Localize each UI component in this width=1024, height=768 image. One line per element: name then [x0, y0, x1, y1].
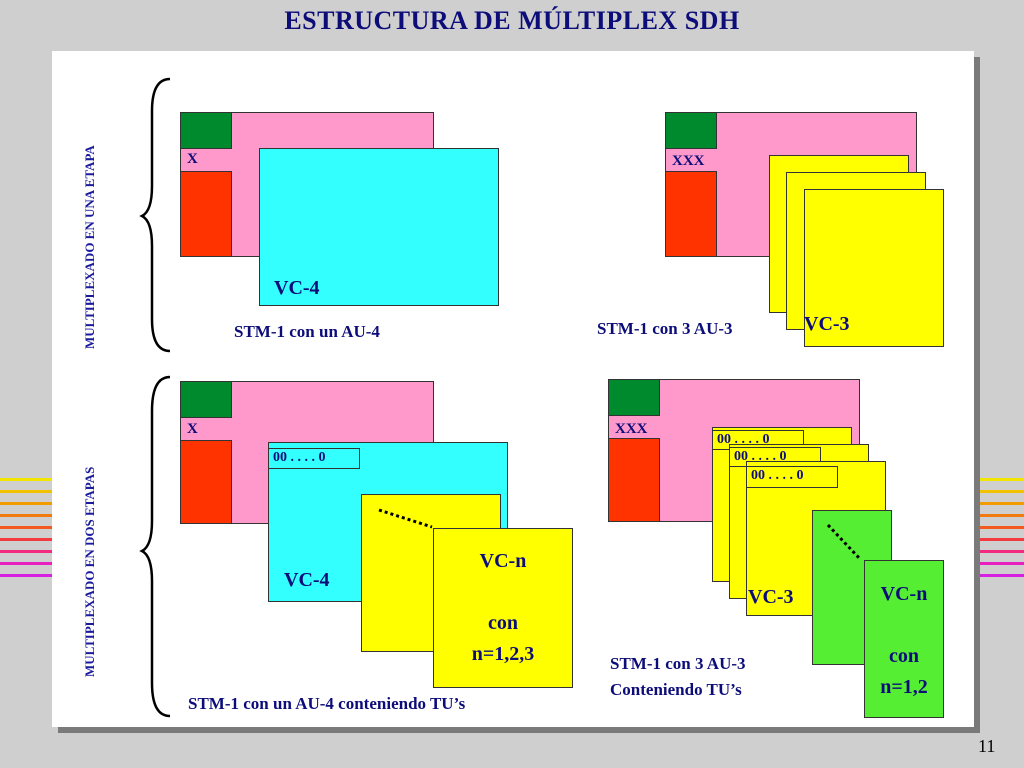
dotted-link-bottom-left [378, 508, 433, 529]
brace-one-stage [139, 77, 171, 353]
vc4-container [259, 148, 499, 306]
vcn-label-range: n=1,2,3 [471, 643, 535, 665]
section-overhead [180, 112, 232, 149]
diagram-overlay [139, 77, 862, 718]
vcn-label-range: n=1,2 [880, 676, 928, 698]
vcn-container [864, 560, 944, 718]
tu-pointer-zeros: 00 . . . . 0 [268, 448, 360, 469]
decorative-stripes-right [980, 478, 1024, 586]
vc3-label: VC-3 [748, 586, 794, 608]
caption-stm1-3au3-tus-line1: STM-1 con 3 AU-3 [610, 654, 746, 673]
page-number: 11 [978, 736, 996, 756]
section-overhead [608, 379, 660, 416]
section-overhead [180, 381, 232, 418]
brace-two-stages [139, 375, 171, 718]
au-pointer-marker: X [187, 151, 198, 167]
au-pointer-marker: XXX [672, 153, 705, 169]
vcn-label-con: con [488, 612, 518, 634]
caption-stm1-3au3-tus-line2: Conteniendo TU’s [610, 680, 742, 699]
caption-stm1-3au3: STM-1 con 3 AU-3 [597, 319, 733, 338]
vcn-label: VC-n [479, 550, 527, 572]
slide-title: ESTRUCTURA DE MÚLTIPLEX SDH [284, 6, 740, 35]
section-overhead [665, 112, 717, 149]
caption-stm1-au4: STM-1 con un AU-4 [234, 322, 380, 341]
diagram-panel: MULTIPLEXADO EN UNA ETAPA MULTIPLEXADO E… [52, 51, 974, 727]
caption-stm1-au4-tus: STM-1 con un AU-4 conteniendo TU’s [188, 694, 466, 713]
vc4-label: VC-4 [284, 569, 330, 591]
section-overhead-lower [180, 440, 232, 524]
vc4-label: VC-4 [274, 277, 320, 299]
section-overhead-lower [180, 171, 232, 257]
dotted-link-bottom-right [826, 523, 862, 561]
au-pointer-marker: XXX [615, 421, 648, 437]
tu-pointer-zeros-3: 00 . . . . 0 [746, 466, 838, 488]
section-overhead-lower [608, 438, 660, 522]
section-overhead-lower [665, 171, 717, 257]
vcn-container [433, 528, 573, 688]
vcn-label-con: con [889, 645, 919, 667]
vc3-container-3 [804, 189, 944, 347]
decorative-stripes-left [0, 478, 52, 586]
au-pointer-marker: X [187, 421, 198, 437]
vcn-label: VC-n [880, 583, 928, 605]
vc3-label: VC-3 [804, 313, 850, 335]
